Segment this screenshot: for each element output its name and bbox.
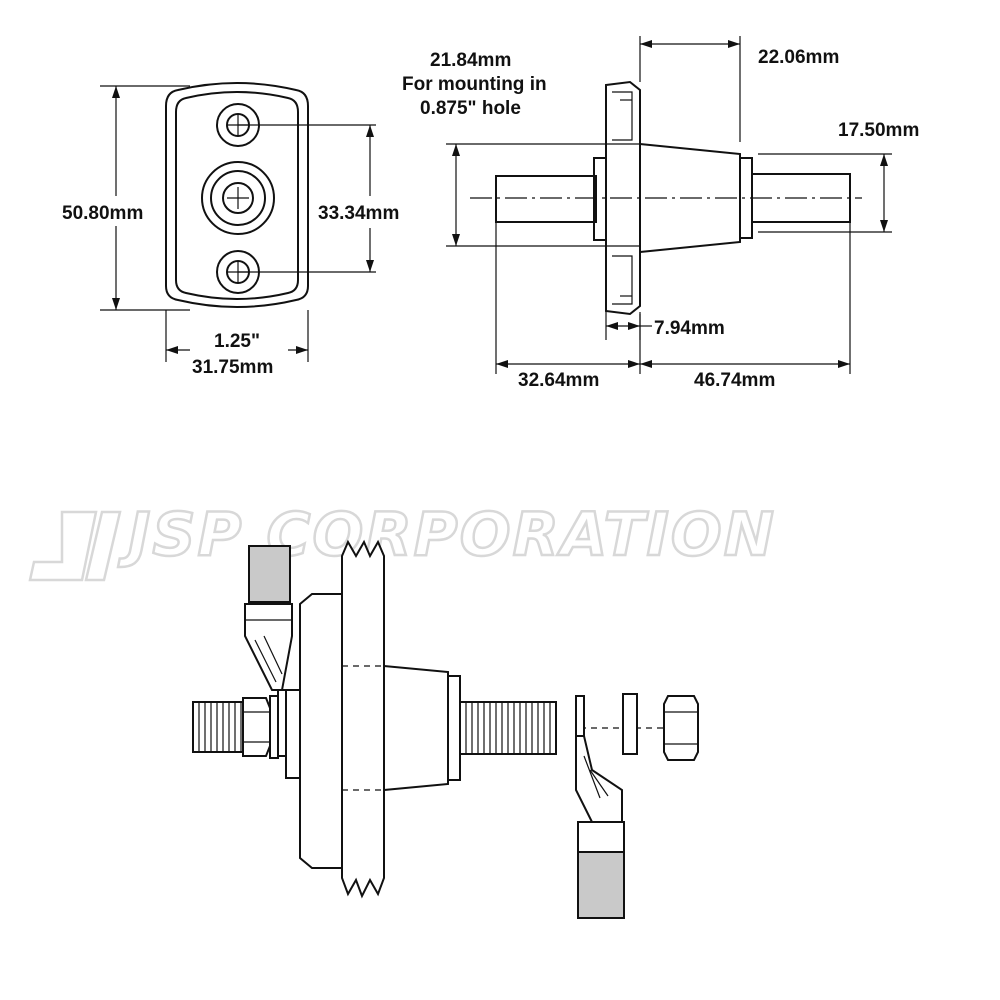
assembly-left-cable [244,545,293,691]
front-plate-outline [165,82,309,308]
front-view: 50.80mm 33.34mm 1.25" 31.75mm [62,82,399,378]
dim-rear-length-label: 46.74mm [694,370,775,391]
assembly-left-nut [242,697,271,757]
dim-stud-dia: 17.50mm [758,120,919,233]
dim-right-length: 22.06mm [639,36,839,142]
assembly-left-washer [269,695,279,759]
dim-front-height: 50.80mm [62,85,190,311]
watermark-logo-icon [28,510,122,582]
dim-right-length-label: 22.06mm [758,47,839,68]
assembly-body [383,664,449,792]
dim-mount-note-2: 0.875" hole [420,98,521,119]
center-stud-outer [201,161,275,235]
watermark: JSP CORPORATION [28,499,776,582]
dim-width-mm-label: 31.75mm [192,357,273,378]
side-body [639,142,741,254]
side-view: 21.84mm For mounting in 0.875" hole 22.0… [402,36,919,391]
front-plate-inner-outline [175,91,299,300]
dim-mount-dia-label: 21.84mm [430,50,511,71]
assembly-panel [341,539,385,899]
assembly-rear-collar [285,689,301,779]
dim-hole-spacing-label: 33.34mm [318,203,399,224]
dim-mount-dia: 21.84mm For mounting in 0.875" hole [402,50,640,247]
assembly-right-cable [577,821,625,919]
assembly-left-lug-tongue [277,689,287,757]
assembly-view [192,539,700,919]
dim-mount-note-1: For mounting in [402,74,547,95]
assembly-right-washer [622,693,638,755]
center-stud-mid [210,170,266,226]
assembly-housing [299,593,343,869]
dim-front-height-label: 50.80mm [62,203,143,224]
dim-flange-thk: 7.94mm [605,312,725,340]
side-left-stud [495,175,597,223]
dim-front-width: 1.25" 31.75mm [165,310,309,378]
watermark-text: JSP CORPORATION [118,500,776,570]
assembly-right-lug [575,695,623,823]
dim-lengths: 32.64mm 46.74mm [495,222,851,391]
assembly-right-nut [663,695,699,761]
assembly-left-thread [192,701,246,753]
dim-flange-thk-label: 7.94mm [654,318,725,339]
dim-left-length-label: 32.64mm [518,370,599,391]
assembly-front-collar [447,675,461,781]
side-flange [605,80,641,316]
assembly-right-thread [459,701,557,755]
dim-hole-spacing: 33.34mm [238,124,399,273]
dim-stud-dia-label: 17.50mm [838,120,919,141]
center-stud-inner [222,182,254,214]
dim-width-in-label: 1.25" [214,331,260,352]
